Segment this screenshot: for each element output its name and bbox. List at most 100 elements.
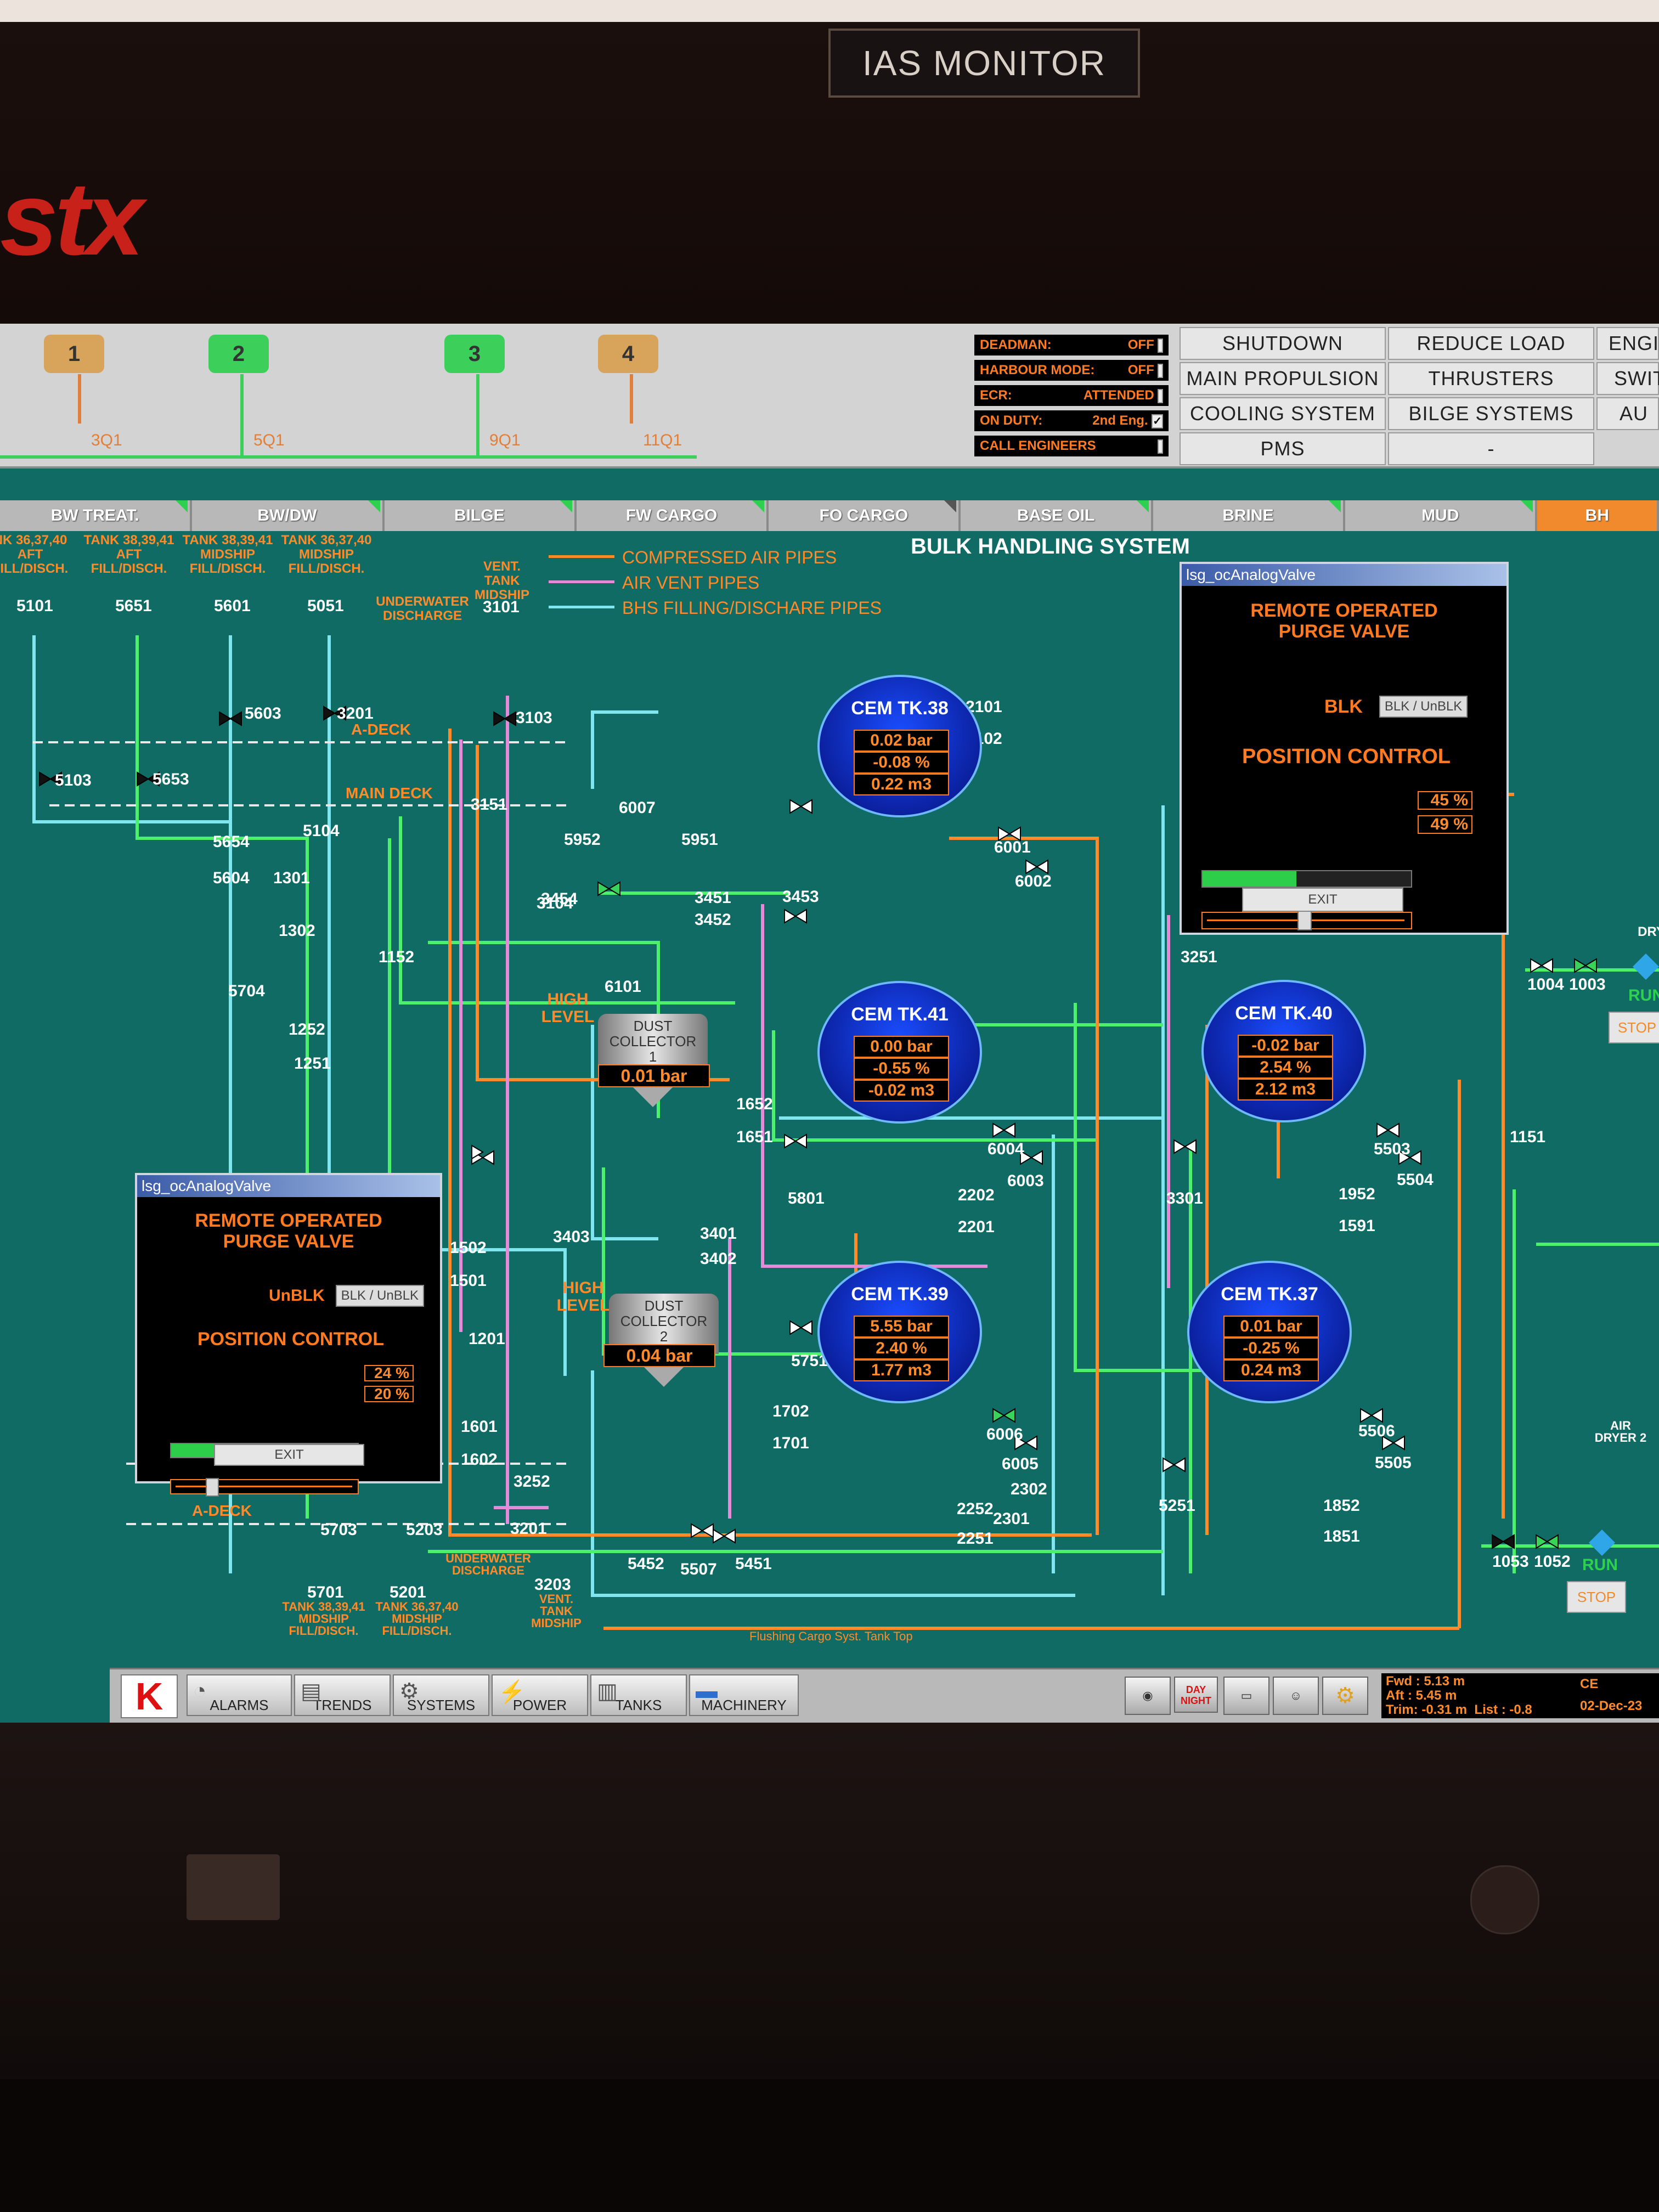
valve-label[interactable]: 5251 xyxy=(1159,1497,1195,1515)
status-checkbox[interactable] xyxy=(1158,439,1163,454)
slider-handle[interactable] xyxy=(206,1478,219,1497)
valve-label[interactable]: 5504 xyxy=(1397,1171,1434,1189)
valve-label[interactable]: 1251 xyxy=(294,1054,331,1073)
valve-label[interactable]: 2301 xyxy=(993,1510,1030,1528)
tab-bilge[interactable]: BILGE xyxy=(385,500,577,531)
thrusters-button[interactable]: THRUSTERS xyxy=(1388,362,1594,395)
valve-label[interactable]: 1301 xyxy=(273,869,310,887)
exit-button[interactable]: EXIT xyxy=(1242,888,1403,912)
valve-label[interactable]: 1201 xyxy=(469,1330,505,1348)
valve-label[interactable]: 3452 xyxy=(695,911,731,929)
empty-button[interactable]: - xyxy=(1388,432,1594,465)
valve-label[interactable]: 5507 xyxy=(680,1560,717,1578)
valve-label[interactable]: 5452 xyxy=(628,1555,664,1573)
valve-label[interactable]: 3252 xyxy=(514,1472,550,1491)
settings-button[interactable]: ⚙ xyxy=(1322,1677,1368,1715)
users-button[interactable]: ☺ xyxy=(1273,1677,1319,1715)
valve-label[interactable]: 3453 xyxy=(782,888,819,906)
cem-tank-41[interactable]: CEM TK.41 0.00 bar -0.55 % -0.02 m3 xyxy=(817,981,982,1124)
valve-label[interactable]: 2302 xyxy=(1011,1480,1047,1498)
valve-label[interactable]: 5703 xyxy=(320,1521,357,1539)
valve-label[interactable]: 3104 xyxy=(537,894,573,912)
exit-button[interactable]: EXIT xyxy=(214,1444,364,1466)
valve-label[interactable]: 1302 xyxy=(279,922,315,940)
day-night-button[interactable]: DAY NIGHT xyxy=(1174,1677,1218,1713)
tab-fo-cargo[interactable]: FO CARGO xyxy=(769,500,961,531)
generator-3[interactable]: 3 xyxy=(444,335,505,373)
print-button[interactable]: ▭ xyxy=(1223,1677,1269,1715)
valve-label[interactable]: 1052 xyxy=(1534,1553,1571,1571)
valve-label[interactable]: 5604 xyxy=(213,869,250,887)
valve-label[interactable]: 2202 xyxy=(958,1186,995,1204)
engine-button[interactable]: ENGI xyxy=(1596,327,1659,360)
tab-bw-treat[interactable]: BW TREAT. xyxy=(0,500,193,531)
valve-label[interactable]: 5506 xyxy=(1358,1422,1395,1440)
valve-label[interactable]: 3402 xyxy=(700,1250,737,1268)
valve-label[interactable]: 5505 xyxy=(1375,1454,1412,1472)
valve-label[interactable]: 6101 xyxy=(605,978,641,996)
valve-label[interactable]: 1952 xyxy=(1339,1185,1375,1203)
reduce-load-button[interactable]: REDUCE LOAD xyxy=(1388,327,1594,360)
valve-label[interactable]: 6002 xyxy=(1015,872,1052,890)
valve-label[interactable]: 1701 xyxy=(772,1434,809,1452)
cem-tank-39[interactable]: CEM TK.39 5.55 bar 2.40 % 1.77 m3 xyxy=(817,1261,982,1403)
valve-label[interactable]: 5654 xyxy=(213,833,250,851)
valve-label[interactable]: 5203 xyxy=(406,1521,443,1539)
valve-label[interactable]: 1151 xyxy=(1510,1128,1546,1146)
valve-label[interactable]: 1053 xyxy=(1492,1553,1529,1571)
valve-label[interactable]: 5952 xyxy=(564,831,601,849)
valve-label[interactable]: 1851 xyxy=(1323,1527,1360,1545)
k-logo-button[interactable]: K xyxy=(121,1674,178,1718)
systems-button[interactable]: ⚙SYSTEMS xyxy=(393,1674,489,1716)
cem-tank-37[interactable]: CEM TK.37 0.01 bar -0.25 % 0.24 m3 xyxy=(1187,1261,1352,1403)
monitor-hardware-button[interactable] xyxy=(187,1854,280,1920)
generator-2[interactable]: 2 xyxy=(208,335,269,373)
sound-button[interactable]: ◉ xyxy=(1125,1677,1171,1715)
valve-label[interactable]: 1652 xyxy=(736,1095,773,1113)
main-propulsion-button[interactable]: MAIN PROPULSION xyxy=(1180,362,1386,395)
valve-label[interactable]: 1501 xyxy=(450,1272,487,1290)
valve-label[interactable]: 5503 xyxy=(1374,1140,1410,1158)
valve-label[interactable]: 3251 xyxy=(1181,948,1217,966)
valve-label[interactable]: 1601 xyxy=(461,1418,498,1436)
valve-label[interactable]: 5653 xyxy=(153,770,189,788)
valve-label[interactable]: 2252 xyxy=(957,1500,994,1518)
valve-label[interactable]: 3454 xyxy=(541,890,578,908)
valve-label[interactable]: 5104 xyxy=(303,822,340,840)
valve-label[interactable]: 6005 xyxy=(1002,1455,1039,1473)
status-checkbox[interactable] xyxy=(1158,338,1163,353)
tab-brine[interactable]: BRINE xyxy=(1153,500,1346,531)
bilge-systems-button[interactable]: BILGE SYSTEMS xyxy=(1388,397,1594,430)
valve-label[interactable]: 3301 xyxy=(1166,1189,1203,1207)
auxiliary-button[interactable]: AU xyxy=(1596,397,1659,430)
valve-label[interactable]: 3103 xyxy=(516,709,552,727)
valve-label[interactable]: 1602 xyxy=(461,1451,498,1469)
valve-label[interactable]: 6006 xyxy=(986,1425,1023,1443)
blk-unblk-button[interactable]: BLK / UnBLK xyxy=(335,1285,425,1307)
valve-label[interactable]: 6007 xyxy=(619,799,656,817)
cem-tank-40[interactable]: CEM TK.40 -0.02 bar 2.54 % 2.12 m3 xyxy=(1201,980,1366,1122)
valve-label[interactable]: 5103 xyxy=(55,771,92,789)
valve-label[interactable]: 1003 xyxy=(1569,975,1606,994)
dust-collector-1[interactable]: DUST COLLECTOR 1 0.01 bar xyxy=(598,1014,710,1107)
power-button[interactable] xyxy=(1470,1865,1539,1934)
switchboard-button[interactable]: SWIT xyxy=(1596,362,1659,395)
valve-label[interactable]: 5951 xyxy=(681,831,718,849)
tanks-button[interactable]: ▥TANKS xyxy=(590,1674,687,1716)
valve-label[interactable]: 3201 xyxy=(510,1520,547,1538)
stop-button[interactable]: STOP xyxy=(1567,1581,1626,1613)
valve-label[interactable]: 6001 xyxy=(994,838,1031,856)
valve-label[interactable]: 1502 xyxy=(450,1239,487,1257)
shutdown-button[interactable]: SHUTDOWN xyxy=(1180,327,1386,360)
valve-label[interactable]: 1252 xyxy=(289,1020,325,1039)
tab-base-oil[interactable]: BASE OIL xyxy=(961,500,1153,531)
valve-label[interactable]: 2201 xyxy=(958,1218,995,1236)
valve-label[interactable]: 3201 xyxy=(337,704,374,723)
cem-tank-38[interactable]: CEM TK.38 0.02 bar -0.08 % 0.22 m3 xyxy=(817,675,982,817)
tab-fw-cargo[interactable]: FW CARGO xyxy=(577,500,769,531)
valve-label[interactable]: 3401 xyxy=(700,1224,737,1243)
valve-label[interactable]: 3403 xyxy=(553,1228,590,1246)
status-checkbox[interactable]: ✓ xyxy=(1152,414,1163,428)
valve-label[interactable]: 6003 xyxy=(1007,1172,1044,1190)
pms-button[interactable]: PMS xyxy=(1180,432,1386,465)
